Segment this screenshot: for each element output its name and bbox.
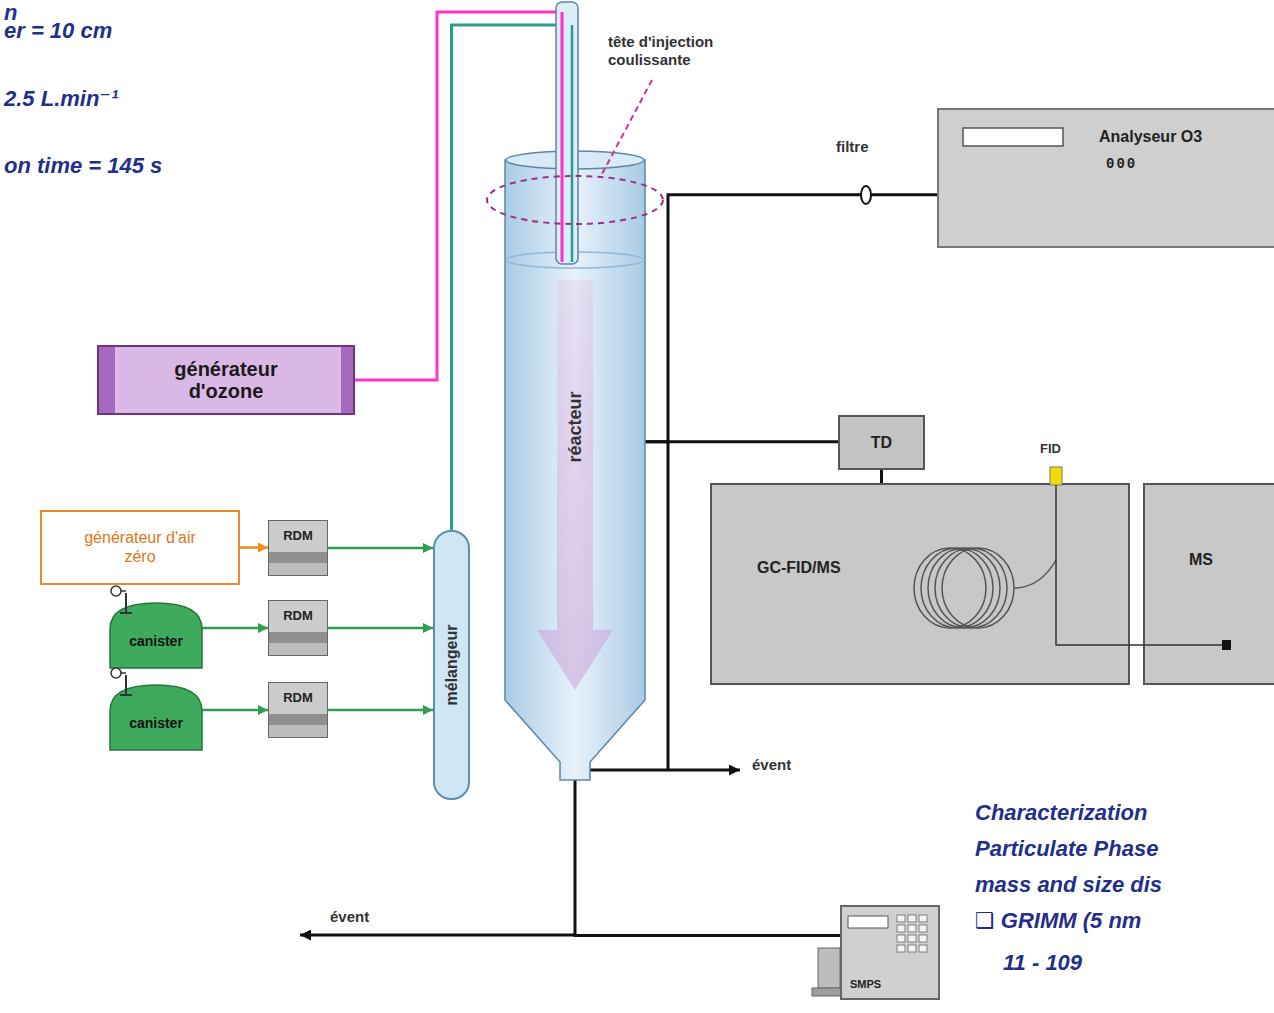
ozone-generator: générateur d'ozone bbox=[97, 345, 355, 415]
reactor-body bbox=[505, 160, 645, 780]
box-label: GC-FID/MS bbox=[757, 559, 841, 577]
filter-symbol bbox=[861, 186, 871, 204]
box-label: MS bbox=[1189, 551, 1213, 569]
connector bbox=[240, 546, 268, 549]
reactor-level bbox=[506, 252, 644, 268]
gc-instrument: GC-FID/MS bbox=[710, 483, 1130, 685]
flow-controller: RDM bbox=[268, 600, 328, 656]
box-label: canister bbox=[129, 633, 183, 649]
annotation-label: tête d'injection coulissante bbox=[608, 33, 773, 69]
gas-mixer: mélangeur bbox=[433, 530, 470, 800]
connector bbox=[328, 709, 433, 712]
flow-controller: RDM bbox=[268, 520, 328, 576]
box-label: générateur d'ozone bbox=[156, 358, 296, 402]
annotation-label: on time = 145 s bbox=[4, 153, 162, 179]
vent-pipe bbox=[300, 934, 575, 937]
box-label: SMPS bbox=[850, 978, 881, 990]
connector bbox=[328, 627, 433, 630]
annotation-label: FID bbox=[1040, 441, 1061, 456]
annotation-label: évent bbox=[752, 756, 791, 773]
ozone-analyser: Analyseur O3 000 bbox=[937, 108, 1274, 248]
box-label: TD bbox=[871, 434, 892, 452]
gas-canister: canister bbox=[110, 583, 202, 668]
annotation-label: 2.5 L.min⁻¹ bbox=[4, 86, 118, 112]
reactor-top bbox=[506, 151, 644, 169]
annotation-label: er = 10 cm bbox=[4, 18, 112, 44]
reactor: réacteur bbox=[505, 150, 645, 780]
canister-gauge bbox=[111, 668, 121, 678]
canister-valve bbox=[120, 593, 132, 613]
connector bbox=[1130, 644, 1143, 646]
box-label: réacteur bbox=[565, 392, 586, 463]
connector bbox=[880, 470, 883, 483]
connector bbox=[202, 709, 268, 712]
canister-valve bbox=[121, 672, 126, 674]
thermal-desorber: TD bbox=[838, 415, 925, 470]
annotation-label: Particulate Phase bbox=[975, 836, 1158, 862]
annotation-label: 11 - 109 bbox=[1003, 950, 1082, 976]
connector bbox=[645, 440, 838, 443]
canister-valve bbox=[121, 590, 126, 592]
box-label: RDM bbox=[283, 608, 313, 623]
reactor-outline bbox=[505, 150, 645, 780]
annotation-label: mass and size dis bbox=[975, 872, 1162, 898]
canister-valve bbox=[120, 675, 132, 695]
zero-air-generator: générateur d'air zéro bbox=[40, 510, 240, 585]
canister-gauge bbox=[111, 586, 121, 596]
smps-instrument: SMPS bbox=[840, 905, 940, 1000]
connector bbox=[575, 780, 840, 935]
gas-canister: canister bbox=[110, 665, 202, 750]
annotation-label: ❑ GRIMM (5 nm bbox=[975, 908, 1141, 934]
vent-pipe bbox=[583, 769, 740, 772]
annotation-label: filtre bbox=[836, 138, 869, 155]
flow-controller: RDM bbox=[268, 682, 328, 738]
gas-canister-outline bbox=[110, 583, 202, 668]
mass-spectrometer: MS bbox=[1143, 483, 1274, 685]
gas-canister-outline bbox=[110, 665, 202, 750]
sampling-line bbox=[667, 442, 670, 770]
connector bbox=[328, 547, 433, 550]
annotation-label: Characterization bbox=[975, 800, 1147, 826]
box-label: 000 bbox=[1106, 156, 1137, 172]
box-label: RDM bbox=[283, 528, 313, 543]
flow-arrow bbox=[537, 280, 613, 690]
box-label: canister bbox=[129, 715, 183, 731]
box-label: mélangeur bbox=[443, 625, 461, 706]
box-label: générateur d'air zéro bbox=[75, 529, 205, 566]
connector bbox=[645, 195, 937, 442]
box-label: Analyseur O3 bbox=[1099, 128, 1202, 146]
connector bbox=[202, 627, 268, 630]
box-label: RDM bbox=[283, 690, 313, 705]
annotation-label: évent bbox=[330, 908, 369, 925]
